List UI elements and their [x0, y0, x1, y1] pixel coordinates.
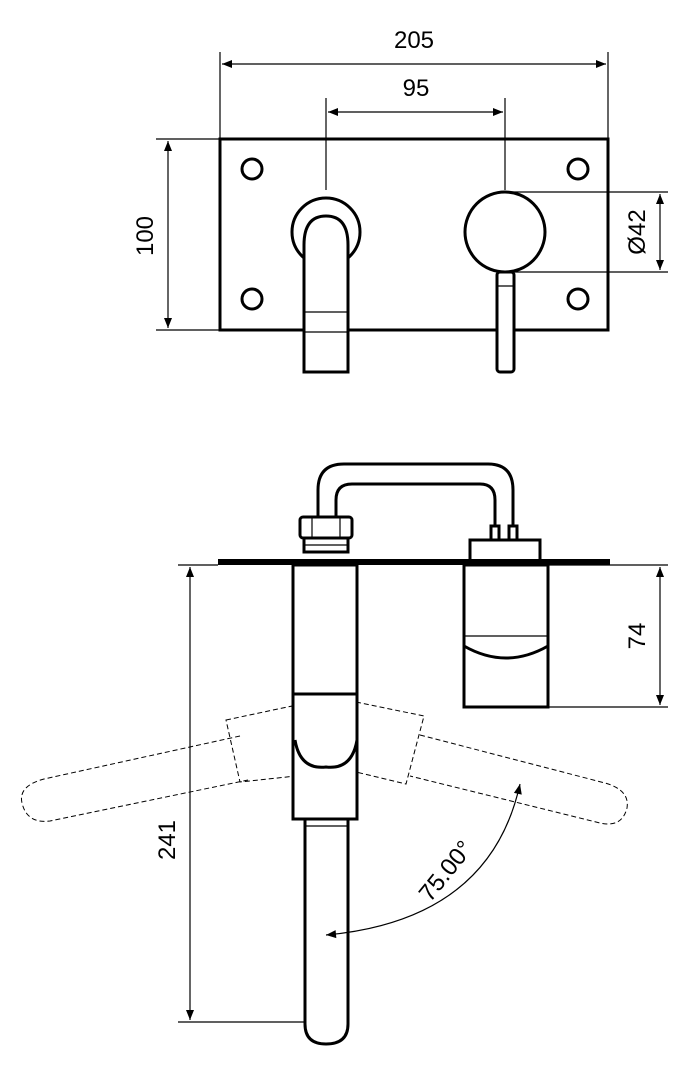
dim-spout-projection: 241	[154, 564, 305, 1023]
lever-swing-right-ghost	[355, 701, 628, 825]
dim-spout-lever-spacing-label: 95	[403, 75, 430, 102]
mounting-hole-top-right	[566, 157, 590, 181]
mounting-hole-bottom-left	[240, 287, 264, 311]
front-mixer-handle	[463, 190, 547, 374]
front-wall-plate	[218, 137, 610, 332]
front-spout	[290, 196, 362, 374]
dim-plate-width-label: 205	[394, 27, 434, 54]
dim-plate-width: 205	[219, 27, 609, 139]
dim-lever-rotation-label: 75.00°	[414, 836, 479, 907]
side-cartridge-body	[462, 563, 550, 709]
lever-swing-left-ghost	[20, 705, 297, 822]
dim-handle-diameter-label: Ø42	[624, 209, 651, 254]
side-view: 74 241 75.00°	[20, 462, 668, 1046]
side-wall-plate	[218, 559, 610, 565]
dim-spout-projection-label: 241	[154, 820, 181, 860]
mounting-hole-top-left	[240, 157, 264, 181]
dim-handle-diameter: Ø42	[505, 191, 668, 273]
dim-spout-lever-spacing: 95	[325, 75, 506, 190]
mounting-hole-bottom-right	[566, 287, 590, 311]
side-cartridge-stems	[468, 524, 542, 563]
dim-body-depth: 74	[548, 564, 668, 708]
side-connecting-pipe	[316, 462, 515, 526]
dim-plate-height-label: 100	[132, 216, 159, 256]
dim-plate-height: 100	[132, 138, 220, 331]
dim-body-depth-label: 74	[624, 623, 651, 650]
front-view: 205 95 100 Ø42	[132, 27, 668, 374]
side-spout-body	[291, 563, 359, 1046]
side-spout-nut	[298, 515, 354, 554]
